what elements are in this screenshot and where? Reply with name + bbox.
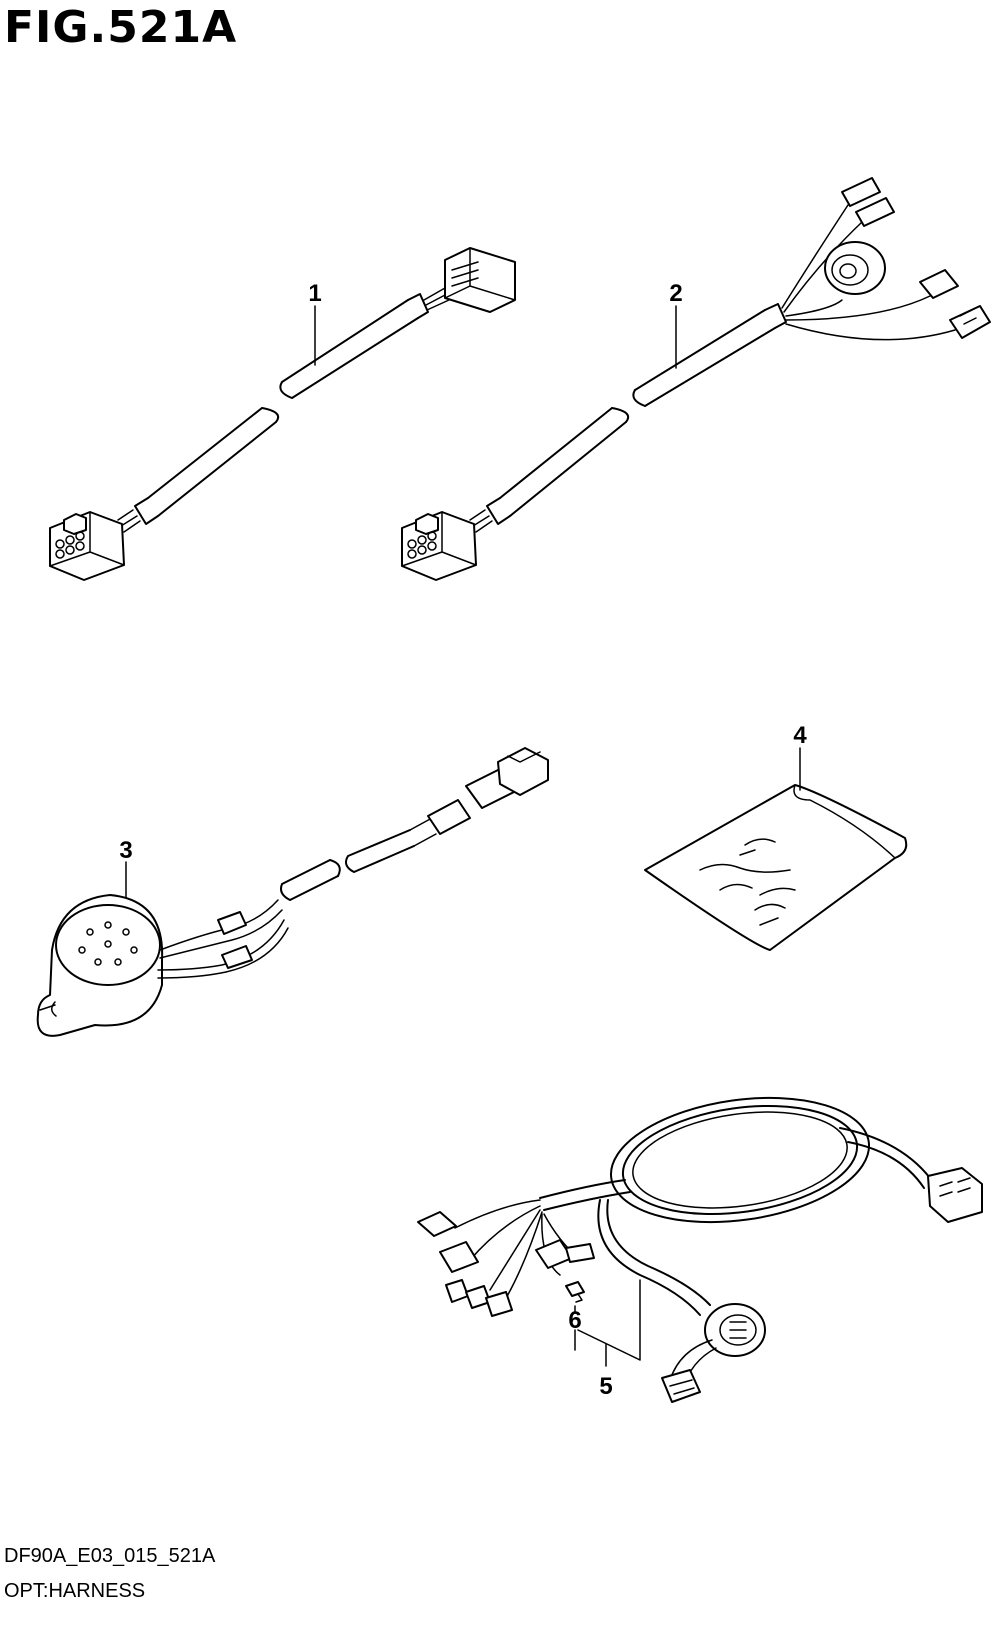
callout-1: 1 xyxy=(308,280,321,307)
callout-3: 3 xyxy=(119,837,132,864)
callout-4: 4 xyxy=(793,722,807,749)
figure-name: OPT:HARNESS xyxy=(4,1580,146,1602)
part-1-harness[interactable] xyxy=(49,247,516,581)
part-2-harness[interactable] xyxy=(401,177,991,581)
figure-code: DF90A_E03_015_521A xyxy=(4,1545,216,1567)
part-6-fuse[interactable] xyxy=(565,1281,585,1303)
figure-title: FIG.521A xyxy=(4,2,238,53)
part-4-parts-bag[interactable] xyxy=(644,784,908,951)
callout-5: 5 xyxy=(599,1373,612,1400)
callout-6: 6 xyxy=(568,1307,581,1334)
callout-5-bracket xyxy=(577,1279,641,1361)
part-3-buzzer[interactable] xyxy=(36,747,549,1037)
callout-2: 2 xyxy=(669,280,682,307)
part-5-main-harness[interactable] xyxy=(417,1082,983,1403)
